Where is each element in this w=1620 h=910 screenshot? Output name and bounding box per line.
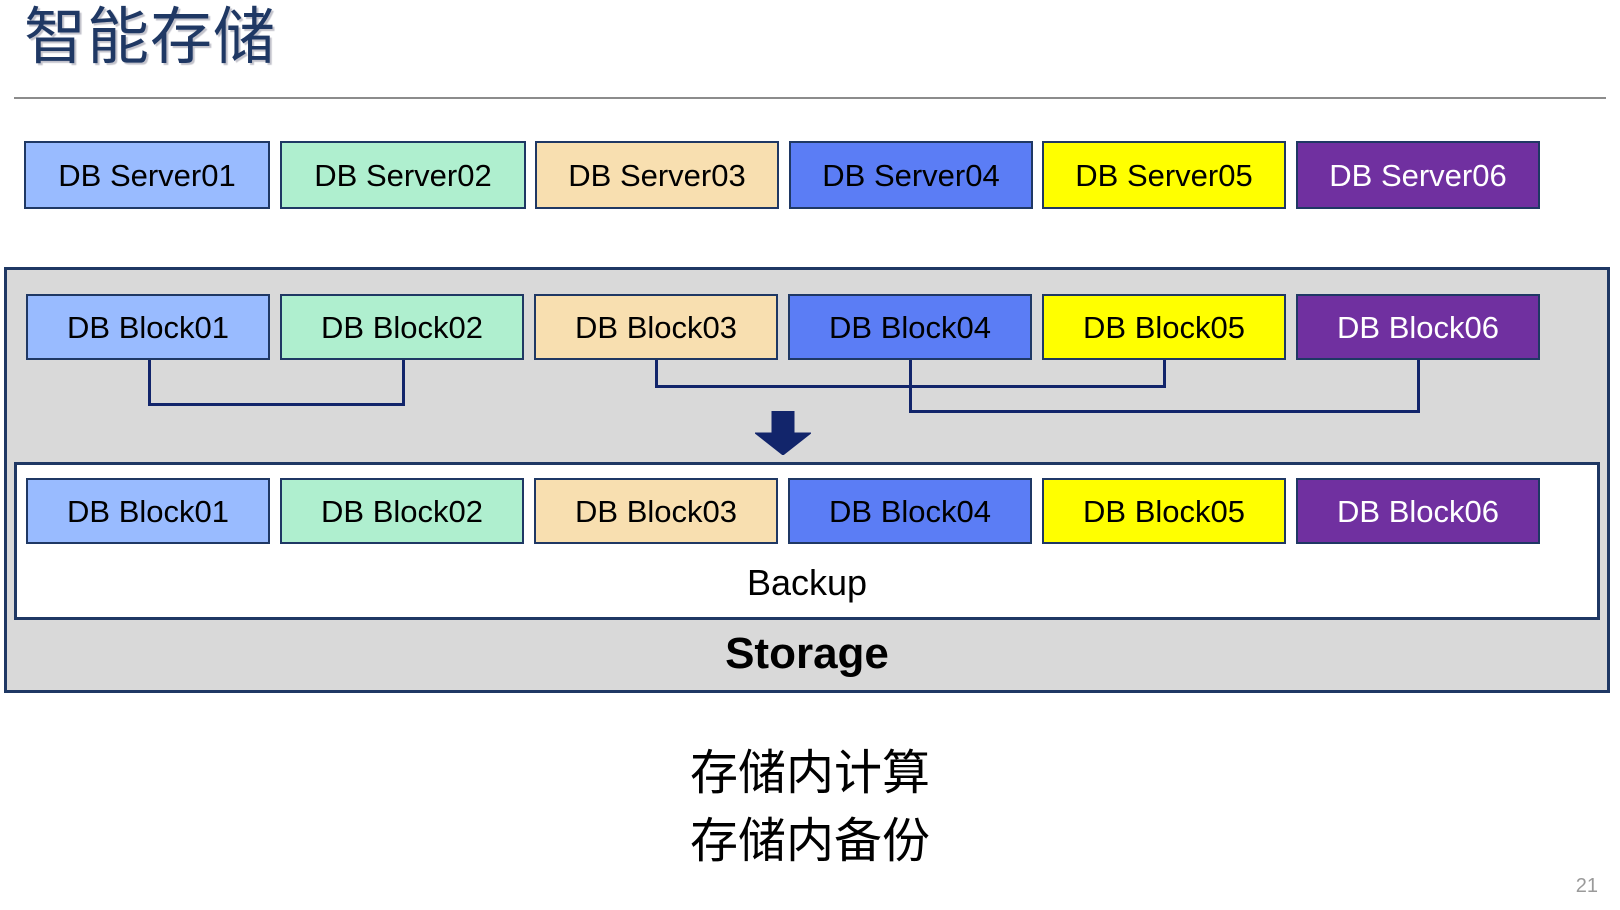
connector-block04-block06-crossbar <box>909 410 1420 413</box>
db-server-box-1[interactable]: DB Server01 <box>24 141 270 209</box>
db-block-top-box-5[interactable]: DB Block05 <box>1042 294 1286 360</box>
caption-line-1: 存储内计算 <box>689 747 930 800</box>
connector-block03-block05-left-leg <box>655 360 658 388</box>
connector-block01-block02-right-leg <box>402 360 405 406</box>
storage-label: Storage <box>725 629 889 678</box>
db-block-bottom-box-2[interactable]: DB Block02 <box>280 478 524 544</box>
db-server-box-2[interactable]: DB Server02 <box>280 141 526 209</box>
down-arrow-icon <box>753 410 813 456</box>
db-server-box-5[interactable]: DB Server05 <box>1042 141 1286 209</box>
connector-block01-block02-left-leg <box>148 360 151 406</box>
connector-block03-block05-right-leg <box>1163 360 1166 388</box>
db-block-top-box-6[interactable]: DB Block06 <box>1296 294 1540 360</box>
caption-block: 存储内计算存储内备份 <box>0 740 1620 876</box>
db-block-top-box-3[interactable]: DB Block03 <box>534 294 778 360</box>
db-block-bottom-box-5[interactable]: DB Block05 <box>1042 478 1286 544</box>
db-server-box-6[interactable]: DB Server06 <box>1296 141 1540 209</box>
db-block-top-box-1[interactable]: DB Block01 <box>26 294 270 360</box>
connector-block04-block06-left-leg <box>909 360 912 413</box>
db-block-top-box-4[interactable]: DB Block04 <box>788 294 1032 360</box>
db-block-bottom-box-6[interactable]: DB Block06 <box>1296 478 1540 544</box>
db-block-bottom-box-3[interactable]: DB Block03 <box>534 478 778 544</box>
db-block-bottom-box-1[interactable]: DB Block01 <box>26 478 270 544</box>
caption-line-2: 存储内备份 <box>689 815 930 869</box>
backup-label: Backup <box>746 562 868 603</box>
connector-block04-block06-right-leg <box>1417 360 1420 413</box>
connector-block01-block02-crossbar <box>148 403 405 406</box>
db-server-box-4[interactable]: DB Server04 <box>789 141 1033 209</box>
page-number: 21 <box>1575 875 1598 897</box>
db-server-box-3[interactable]: DB Server03 <box>535 141 779 209</box>
title-divider <box>14 97 1606 99</box>
page-title: 智能存储 <box>24 3 277 72</box>
db-block-bottom-box-4[interactable]: DB Block04 <box>788 478 1032 544</box>
db-block-top-box-2[interactable]: DB Block02 <box>280 294 524 360</box>
